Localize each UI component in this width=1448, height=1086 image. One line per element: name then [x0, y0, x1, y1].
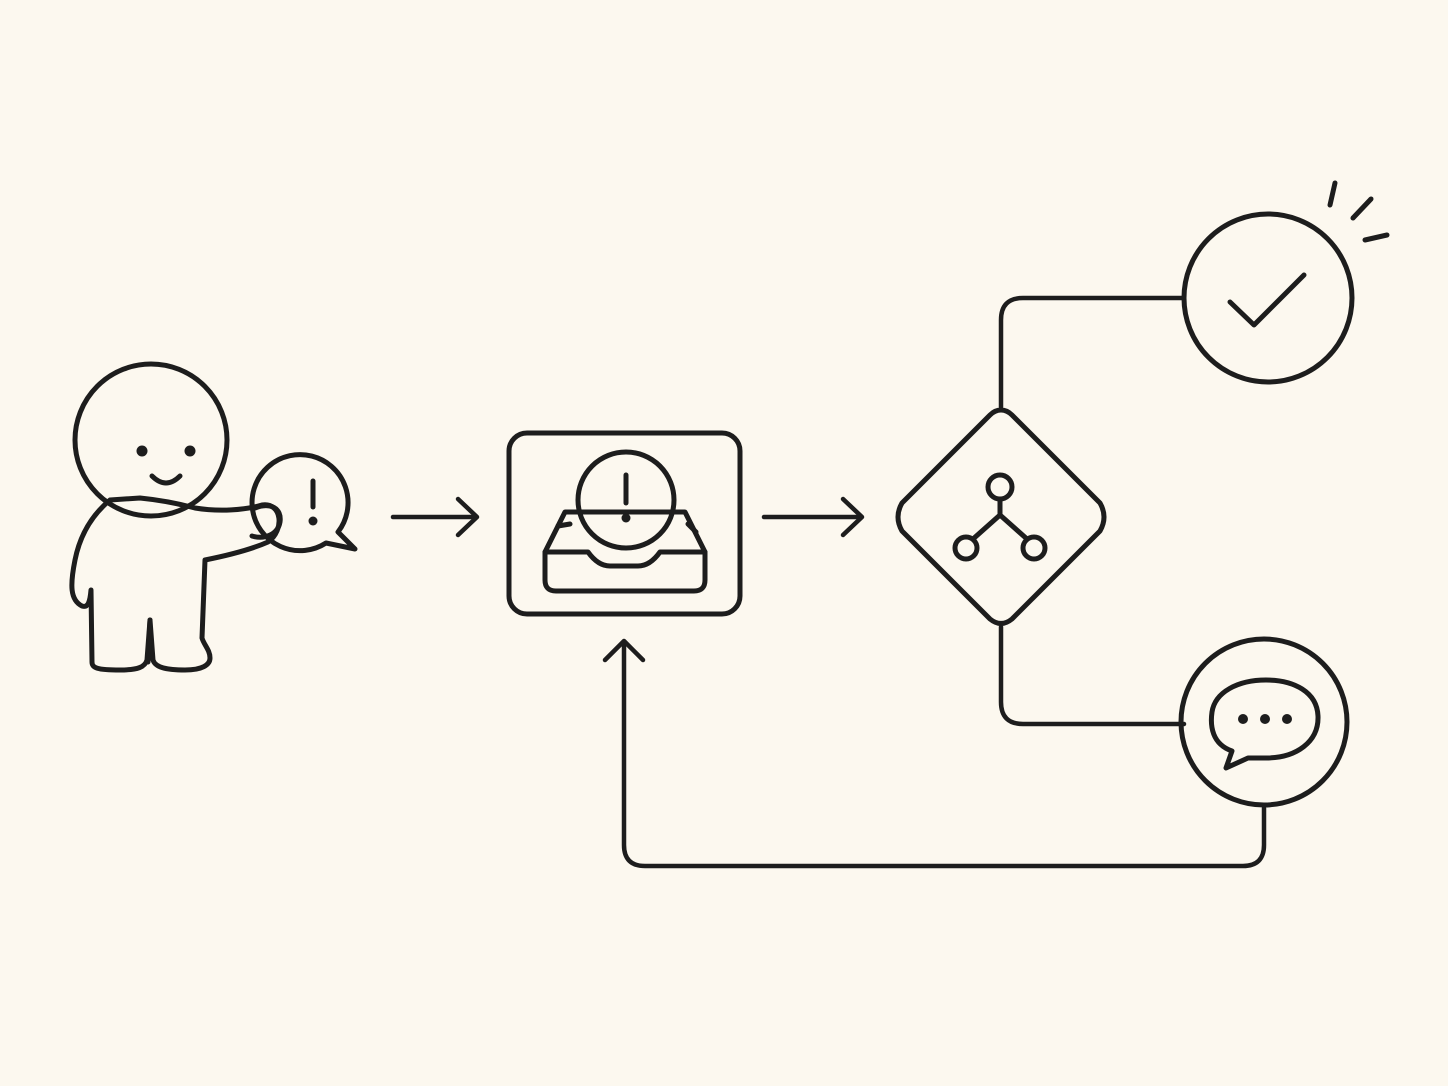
person-leg-gap — [145, 617, 153, 665]
edge-needs-reply-to-inbox — [602, 638, 1267, 869]
branch-network-icon — [952, 472, 1048, 562]
checkmark-icon — [1227, 272, 1307, 328]
alert-icon — [575, 449, 677, 551]
chat-bubble-ellipsis-icon — [1208, 677, 1321, 771]
needs-reply-node — [1178, 636, 1350, 808]
inbox-tray-icon — [542, 509, 708, 594]
edge-triage-to-resolved — [998, 295, 1187, 410]
user-node — [69, 361, 358, 673]
person-smile — [149, 473, 183, 486]
edge-user-to-inbox — [390, 496, 480, 538]
arrowhead-icon — [602, 638, 646, 663]
edge-inbox-to-triage — [761, 496, 865, 538]
resolved-node — [1181, 180, 1390, 385]
edge-triage-to-needs-reply — [998, 624, 1187, 727]
arrowhead-icon — [455, 496, 480, 538]
person-eye-left — [136, 445, 148, 457]
arrowhead-icon — [840, 496, 865, 538]
person-hand — [249, 503, 283, 540]
inbox-node — [506, 430, 743, 617]
sparkle-icon — [1327, 180, 1390, 243]
alert-bubble-icon — [249, 452, 358, 554]
person-eye-right — [184, 445, 196, 457]
person-head — [72, 361, 230, 519]
inbox-tray-rim — [555, 521, 699, 535]
triage-node — [895, 407, 1107, 626]
